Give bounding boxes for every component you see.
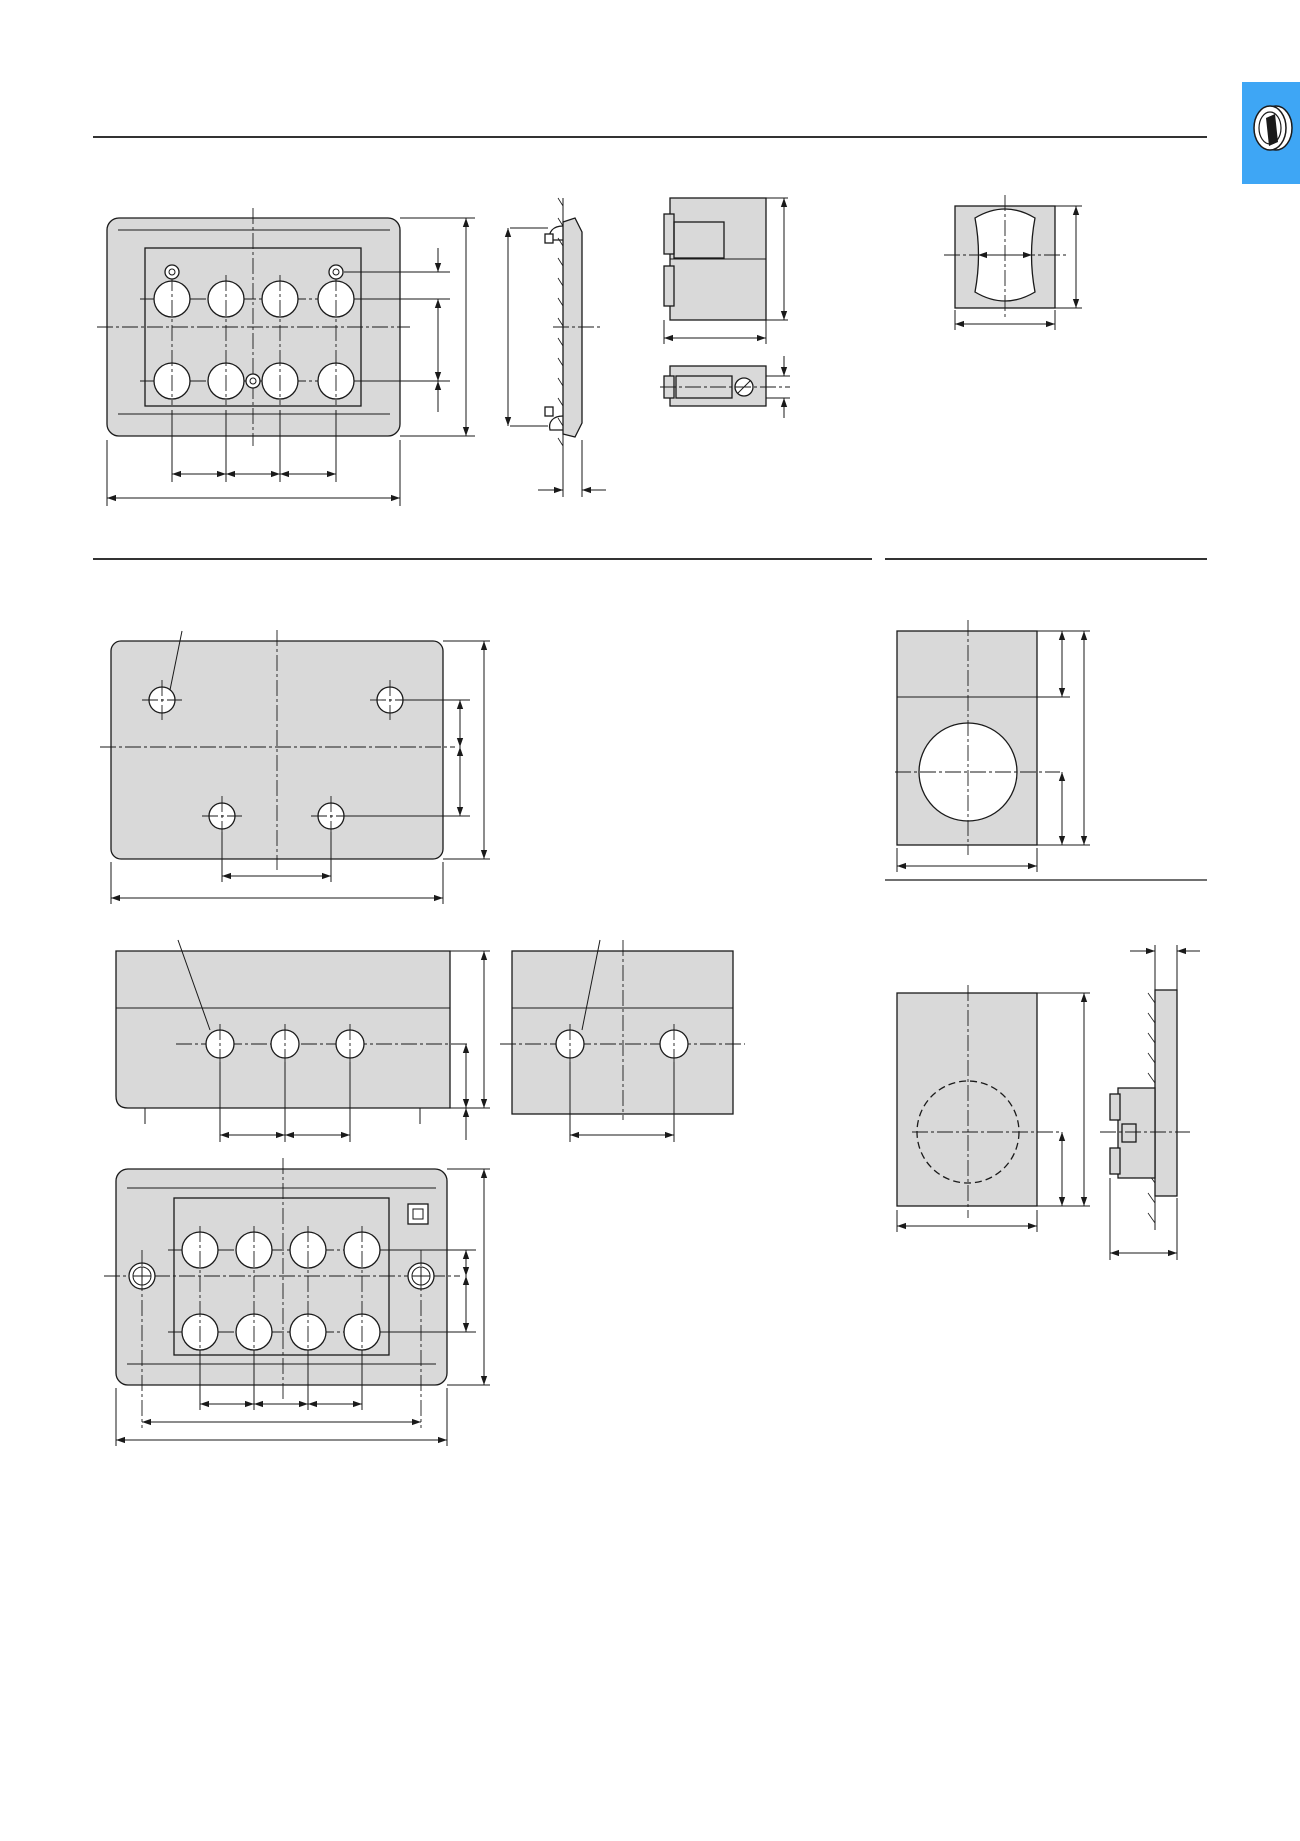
panel-side-profile (562, 217, 583, 438)
section-tab (1242, 82, 1300, 184)
panel-front-hole-row-top (153, 280, 355, 318)
panel-wall-hatching (557, 197, 564, 447)
drilling-plate-4-holes (100, 630, 490, 904)
panel-front-screws (164, 264, 344, 389)
mounting-front-view (896, 985, 1090, 1232)
grounding-symbol (407, 1203, 429, 1225)
enclosure-8-holes (104, 1158, 490, 1446)
contact-block-front (663, 197, 788, 344)
enclosure-8-holes-frame (173, 1197, 390, 1356)
mounting-side-view (1100, 945, 1200, 1260)
panel-side-section (504, 197, 606, 497)
panel-front-dimensions (107, 218, 470, 502)
enclosure-hole-row-top (181, 1231, 381, 1269)
legend-plate-view (944, 195, 1082, 330)
panel-front-view (97, 208, 475, 506)
panel-front-hole-centerlines (171, 275, 337, 405)
contact-block-top (660, 356, 790, 418)
enclosure-2-holes (500, 939, 745, 1142)
single-cutout-view (895, 620, 1090, 872)
enclosure-3-holes (115, 939, 490, 1142)
selector-switch-icon (1253, 105, 1293, 151)
